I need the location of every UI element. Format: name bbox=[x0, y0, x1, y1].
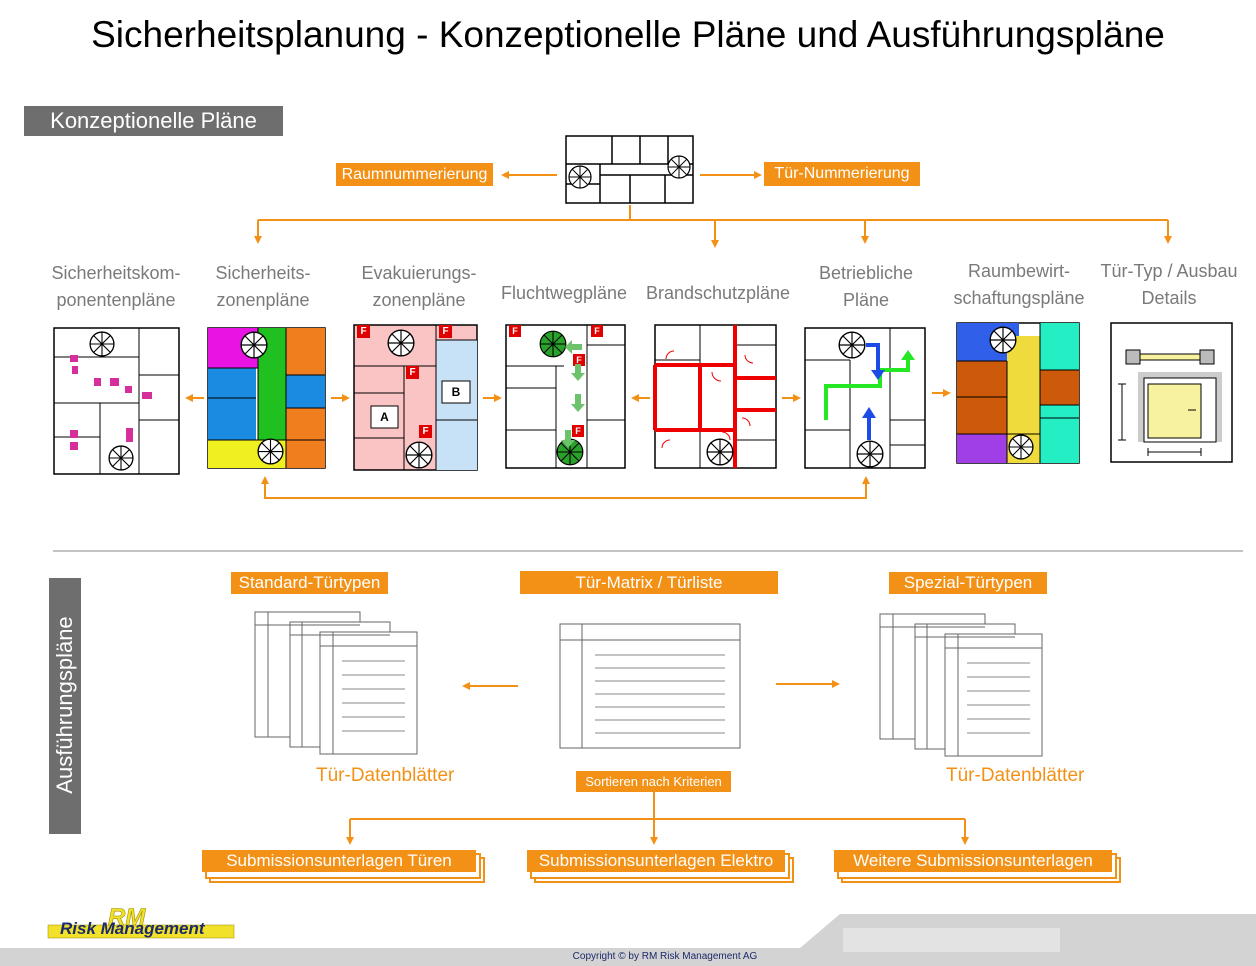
plan-evakuierungszonen bbox=[353, 324, 478, 471]
spezial-datasheets bbox=[879, 613, 1043, 757]
section-tab-ausfuehrung bbox=[49, 578, 81, 834]
plan-label-line1: Sicherheits- bbox=[215, 263, 311, 283]
fire-marker: F bbox=[576, 355, 582, 365]
tag-raumnummerierung: Raumnummerierung bbox=[336, 163, 493, 186]
plan-fluchtweg bbox=[505, 324, 626, 469]
fire-marker: F bbox=[512, 326, 518, 336]
plan-sicherheitskomponenten bbox=[53, 327, 180, 475]
plan-label-raumbewirtschaftung: Raumbewirt- schaftungspläne bbox=[946, 258, 1092, 312]
tag-spezial-tuertypen: Spezial-Türtypen bbox=[889, 572, 1047, 594]
submission-weitere: Weitere Submissionsunterlagen bbox=[834, 850, 1112, 872]
section-tab-ausfuehrung-label: Ausführungspläne bbox=[52, 616, 77, 794]
plan-label-brandschutz: Brandschutzpläne bbox=[640, 280, 796, 307]
plan-label-tuertyp: Tür-Typ / Ausbau Details bbox=[1094, 258, 1244, 312]
plan-label-betrieblich: Betriebliche Pläne bbox=[806, 260, 926, 314]
plan-label-line2: Details bbox=[1141, 288, 1197, 308]
tag-tuer-nummerierung: Tür-Nummerierung bbox=[764, 162, 920, 186]
plan-brandschutz bbox=[653, 324, 777, 469]
door-matrix-sheet bbox=[559, 623, 741, 749]
datenblatt-label-left: Tür-Datenblätter bbox=[316, 765, 455, 786]
plan-label-line2: ponentenpläne bbox=[56, 290, 176, 310]
plan-label-line1: Raumbewirt- bbox=[967, 261, 1071, 281]
plan-label-line1: Sicherheitskom- bbox=[51, 263, 181, 283]
rm-logo: RM Risk Management bbox=[47, 904, 235, 939]
zone-label-a: A bbox=[380, 410, 389, 424]
section-tab-konzeptionell: Konzeptionelle Pläne bbox=[24, 106, 283, 136]
plan-label-line1: Fluchtwegpläne bbox=[500, 283, 628, 303]
fire-marker: F bbox=[409, 367, 416, 378]
plan-label-fluchtweg: Fluchtwegpläne bbox=[494, 280, 634, 307]
plan-label-line1: Evakuierungs- bbox=[361, 263, 477, 283]
fire-marker: F bbox=[422, 426, 429, 437]
fire-marker: F bbox=[594, 326, 600, 336]
plan-label-line2: Pläne bbox=[842, 290, 890, 310]
plan-label-line1: Betriebliche bbox=[818, 263, 914, 283]
copyright-text: Copyright © by RM Risk Management AG bbox=[572, 951, 758, 962]
plan-betrieblich bbox=[804, 327, 926, 469]
plan-raumbewirtschaftung bbox=[956, 322, 1080, 464]
tag-sortieren: Sortieren nach Kriterien bbox=[576, 771, 731, 792]
logo-letters: RM bbox=[108, 904, 146, 931]
plan-label-line1: Tür-Typ / Ausbau bbox=[1100, 261, 1238, 281]
page-title: Sicherheitsplanung - Konzeptionelle Plän… bbox=[91, 14, 1165, 55]
plan-label-line2: schaftungspläne bbox=[953, 288, 1085, 308]
plan-sicherheitszonen bbox=[207, 327, 326, 469]
plan-label-sicherheitskomponenten: Sicherheitskom- ponentenpläne bbox=[38, 260, 194, 314]
tag-standard-tuertypen: Standard-Türtypen bbox=[231, 572, 388, 594]
zone-label-b: B bbox=[451, 385, 461, 399]
standard-datasheets bbox=[254, 611, 418, 755]
submission-elektro: Submissionsunterlagen Elektro bbox=[527, 850, 785, 872]
submission-tueren: Submissionsunterlagen Türen bbox=[202, 850, 476, 872]
plan-label-evakuierungszonen: Evakuierungs- zonenpläne bbox=[348, 260, 490, 314]
fire-marker: F bbox=[360, 326, 367, 337]
plan-label-line2: zonenpläne bbox=[216, 290, 310, 310]
fire-marker: F bbox=[575, 426, 581, 436]
tag-tuer-matrix: Tür-Matrix / Türliste bbox=[520, 571, 778, 594]
datenblatt-label-right: Tür-Datenblätter bbox=[946, 765, 1085, 786]
plan-tuertyp bbox=[1110, 322, 1233, 463]
plan-label-line2: zonenpläne bbox=[372, 290, 466, 310]
fire-marker: F bbox=[442, 326, 449, 337]
plan-label-line1: Brandschutzpläne bbox=[645, 283, 791, 303]
logo-text: Risk Management bbox=[60, 919, 206, 938]
plan-label-sicherheitszonen: Sicherheits- zonenpläne bbox=[198, 260, 328, 314]
